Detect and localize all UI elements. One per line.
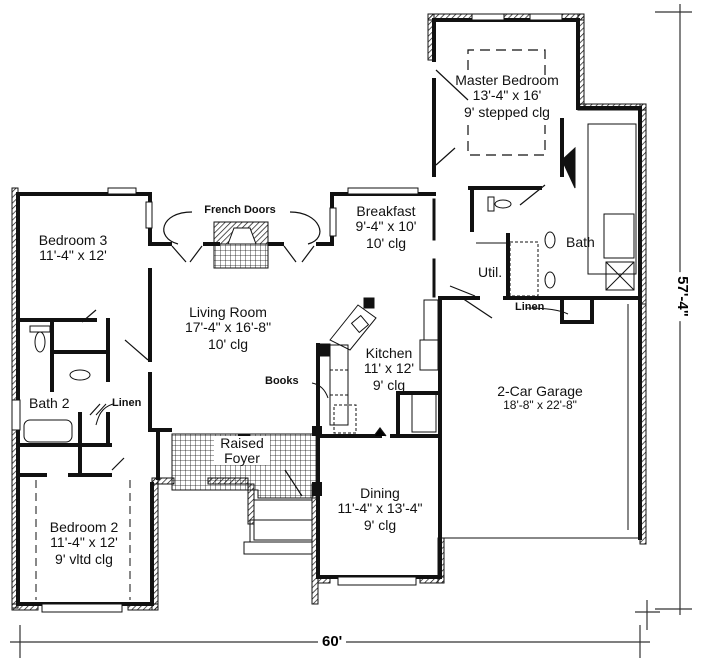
kitchen-counters	[317, 297, 439, 434]
master-stepped-ceiling	[467, 49, 546, 156]
room-ceiling: 9' vltd clg	[55, 551, 113, 568]
room-name: Util.	[478, 264, 503, 280]
room-name: Living Room	[189, 304, 267, 320]
room-bath2: Bath 2	[29, 396, 69, 411]
windows	[11, 13, 563, 613]
room-util: Util.	[478, 265, 502, 280]
room-dining: Dining 11'-4" x 13'-4" 9' clg	[322, 486, 438, 533]
fireplace	[213, 221, 269, 269]
label-french-doors: French Doors	[194, 204, 286, 217]
room-dimensions: 11'-4" x 12'	[50, 533, 118, 550]
bedroom2-vaulted-ceiling	[35, 480, 131, 600]
front-porch-steps	[243, 499, 313, 555]
room-name: Breakfast	[356, 203, 416, 219]
room-dimensions: 11'-4" x 12'	[39, 246, 107, 263]
room-ceiling: 9' clg	[363, 517, 397, 534]
room-name: Bedroom 3	[38, 232, 108, 248]
room-master-bedroom: Master Bedroom 13'-4" x 16' 9' stepped c…	[436, 73, 578, 120]
room-dimensions: 9'-4" x 10'	[355, 217, 417, 234]
room-garage: 2-Car Garage 18'-8" x 22'-8"	[470, 384, 610, 411]
master-bath-fixtures	[476, 123, 637, 297]
overall-width-label: 60'	[318, 633, 347, 650]
label-linen-master: Linen	[515, 301, 545, 313]
room-ceiling: 10' clg	[365, 235, 407, 252]
room-ceiling: 10' clg	[207, 336, 249, 353]
interior-walls	[16, 18, 642, 606]
room-name-line1: Raised	[220, 435, 264, 451]
room-name: Master Bedroom	[455, 72, 559, 88]
room-dimensions: 13'-4" x 16'	[472, 86, 542, 103]
garage-door	[440, 304, 640, 539]
room-name: Bedroom 2	[49, 519, 119, 535]
room-dimensions: 11' x 12'	[363, 359, 415, 376]
room-ceiling: 9' clg	[372, 377, 406, 394]
room-bedroom2: Bedroom 2 11'-4" x 12' 9' vltd clg	[34, 520, 134, 567]
room-name-line2: Foyer	[224, 449, 260, 466]
room-dimensions: 11'-4" x 13'-4"	[337, 499, 423, 516]
room-name: Bath	[566, 234, 595, 250]
french-doors	[163, 211, 321, 263]
room-ceiling: 9' stepped clg	[464, 104, 550, 121]
room-raised-foyer: Raised Foyer	[214, 435, 270, 466]
room-dimensions: 18'-8" x 22'-8"	[503, 397, 577, 412]
annotation-leaders	[95, 307, 569, 426]
bath2-fixtures	[23, 325, 91, 443]
room-dimensions: 17'-4" x 16'-8"	[184, 318, 272, 335]
room-name: Bath 2	[29, 395, 70, 411]
label-linen-bath2: Linen	[112, 397, 142, 409]
room-breakfast: Breakfast 9'-4" x 10' 10' clg	[336, 204, 436, 251]
room-name: Kitchen	[365, 345, 413, 361]
room-name: 2-Car Garage	[497, 383, 583, 399]
room-bedroom3: Bedroom 3 11'-4" x 12'	[28, 233, 118, 262]
door-swings	[81, 69, 546, 497]
room-name: Dining	[360, 485, 400, 501]
room-living-room: Living Room 17'-4" x 16'-8" 10' clg	[168, 305, 288, 352]
room-bath: Bath	[566, 235, 595, 250]
room-kitchen: Kitchen 11' x 12' 9' clg	[358, 346, 420, 393]
overall-depth-label: 57'-4"	[673, 272, 691, 321]
label-books: Books	[265, 375, 299, 387]
